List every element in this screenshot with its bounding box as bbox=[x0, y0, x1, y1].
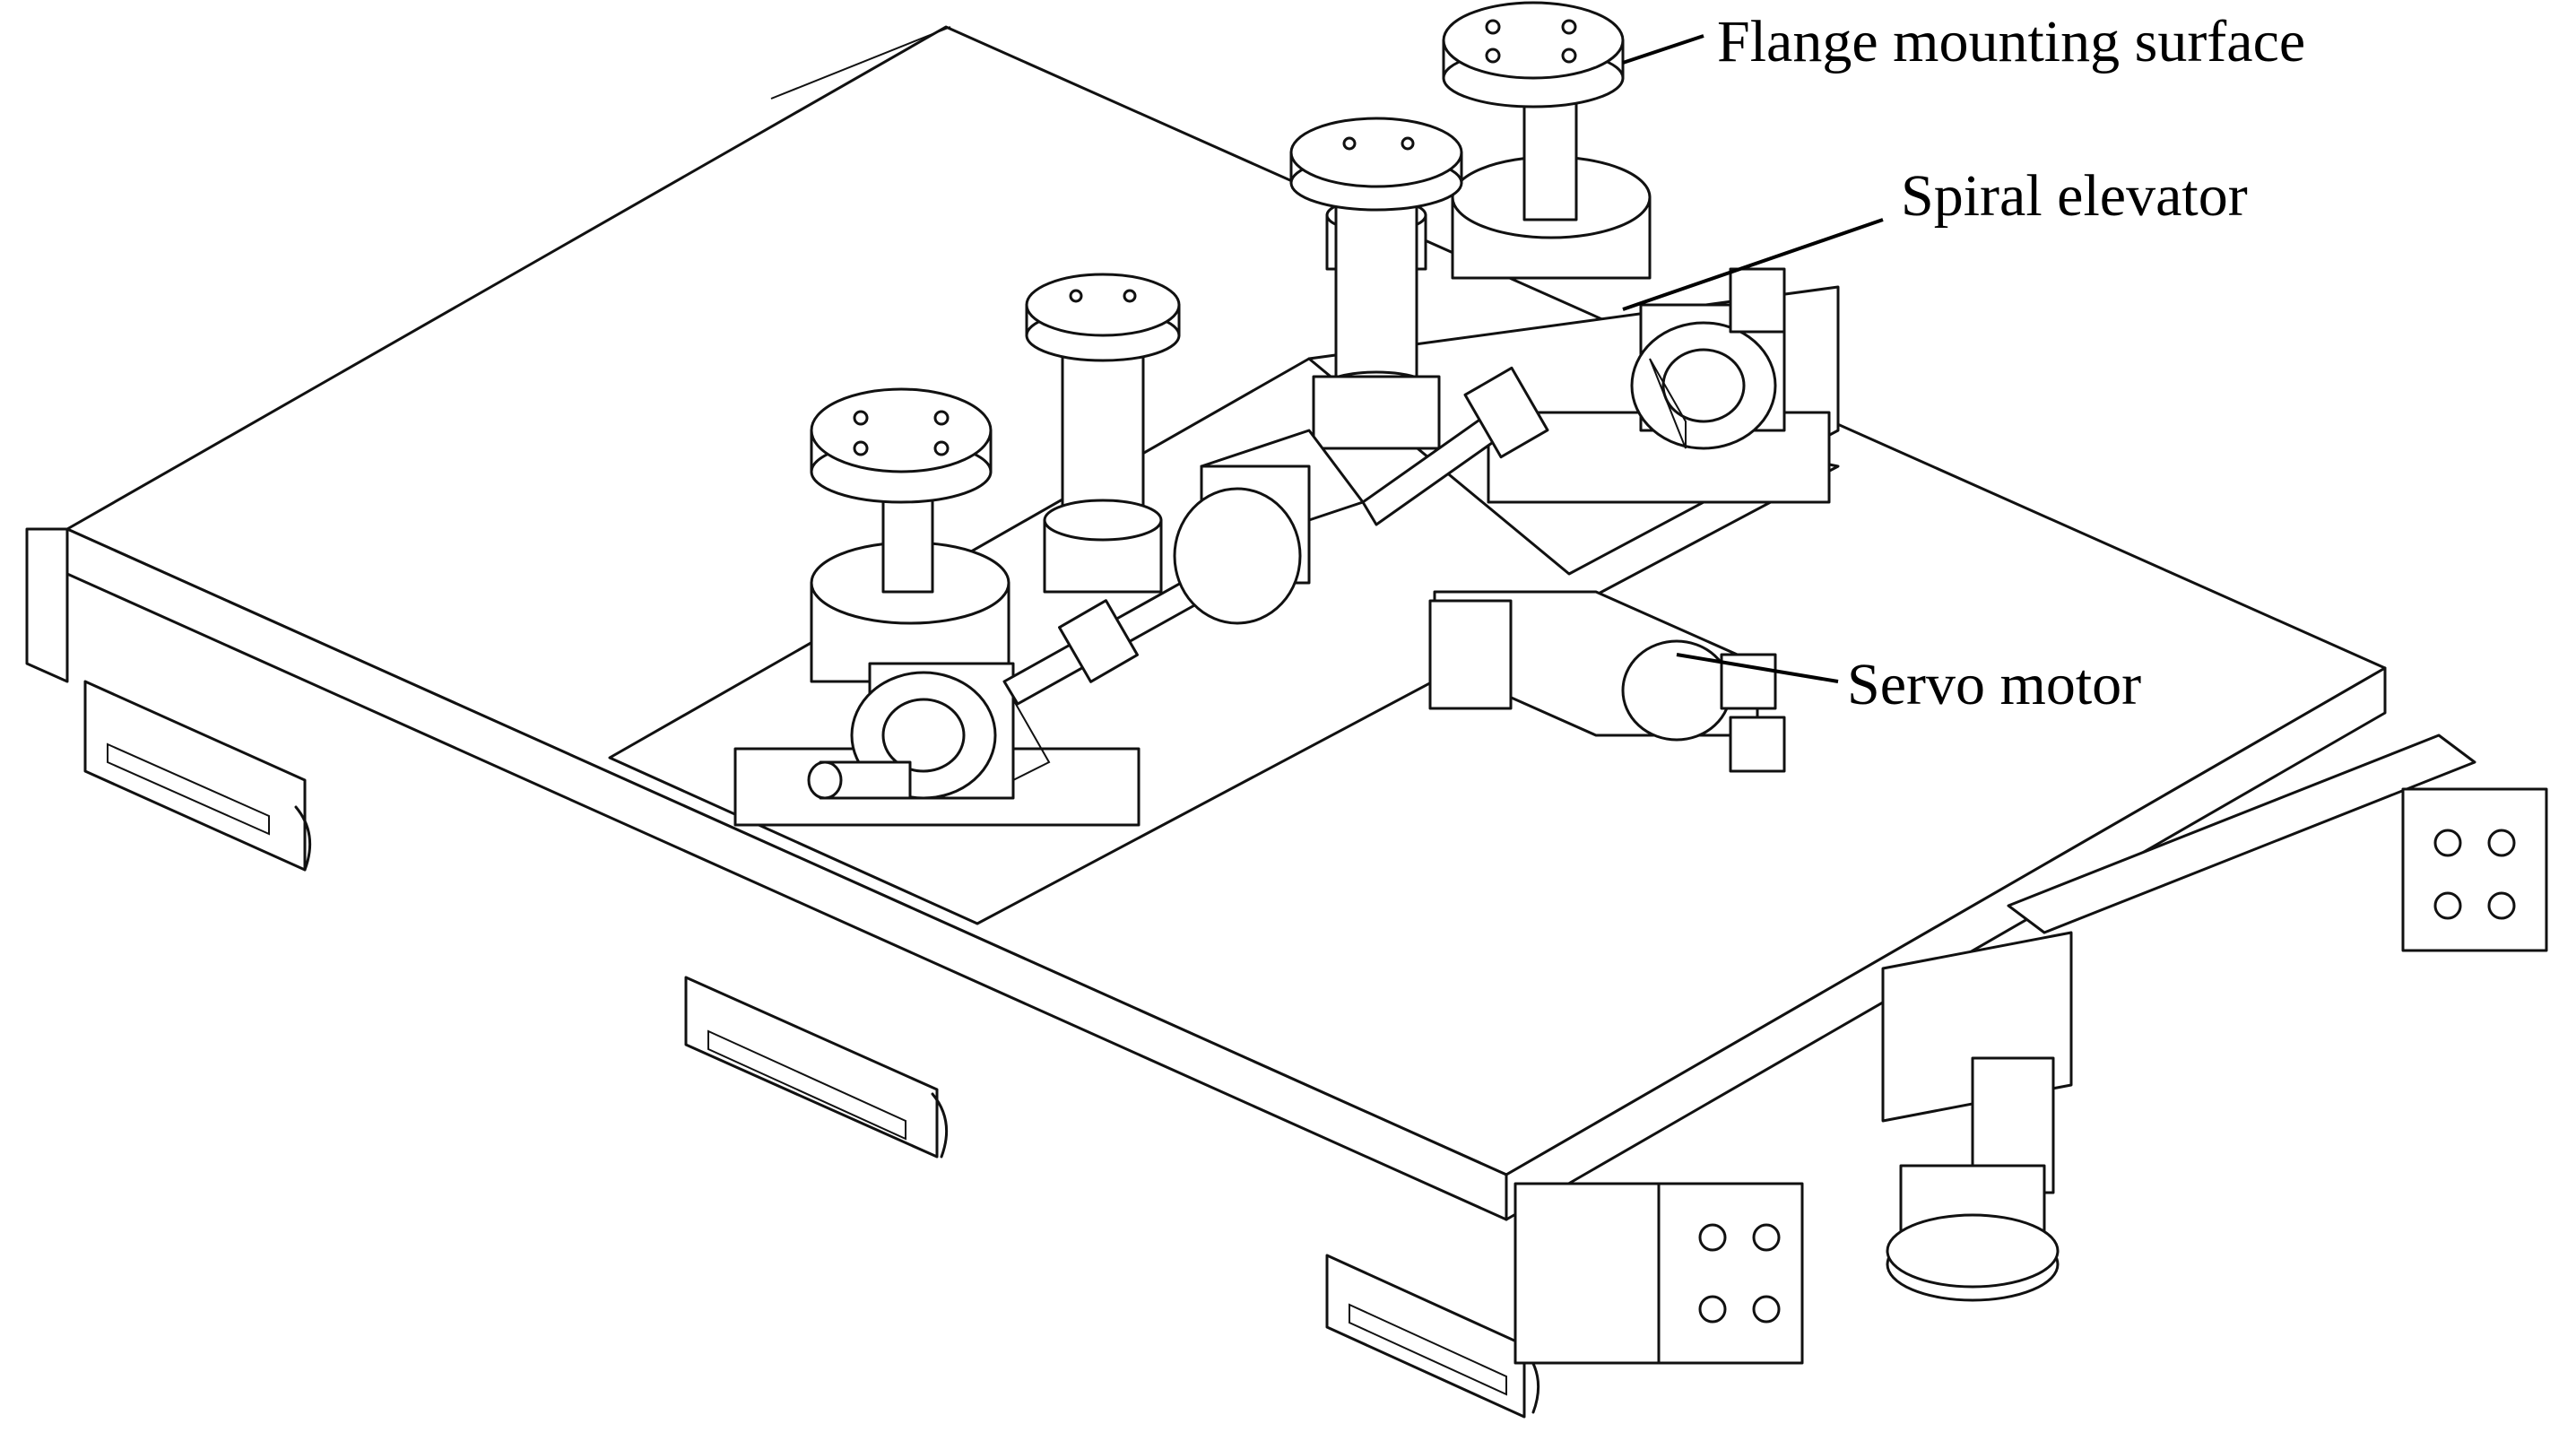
flange-front-left bbox=[810, 387, 993, 594]
label-spiral: Spiral elevator bbox=[1901, 163, 2248, 229]
callouts: Flange mounting surface Spiral elevator … bbox=[1622, 9, 2305, 717]
linear-guide-carriage-middle bbox=[684, 976, 949, 1159]
leader-spiral bbox=[1622, 218, 1884, 311]
linear-guide-carriage-front bbox=[1325, 1254, 1540, 1419]
rack-gear-drive bbox=[1881, 734, 2548, 1302]
flange-rear-center bbox=[1289, 117, 1463, 450]
spiral-elevator-rear bbox=[1451, 155, 1831, 504]
leader-servo bbox=[1676, 653, 1839, 683]
label-flange: Flange mounting surface bbox=[1717, 9, 2305, 74]
linear-guide-carriage-left bbox=[83, 680, 312, 872]
drive-shaft-assembly bbox=[1002, 366, 1549, 706]
label-servo: Servo motor bbox=[1847, 652, 2141, 717]
leader-flange bbox=[1622, 34, 1704, 65]
servo-motor-center bbox=[1428, 590, 1786, 773]
flange-rear-right bbox=[1442, 1, 1625, 221]
end-block-front bbox=[1514, 1182, 1804, 1365]
flange-front-center bbox=[1025, 273, 1181, 594]
